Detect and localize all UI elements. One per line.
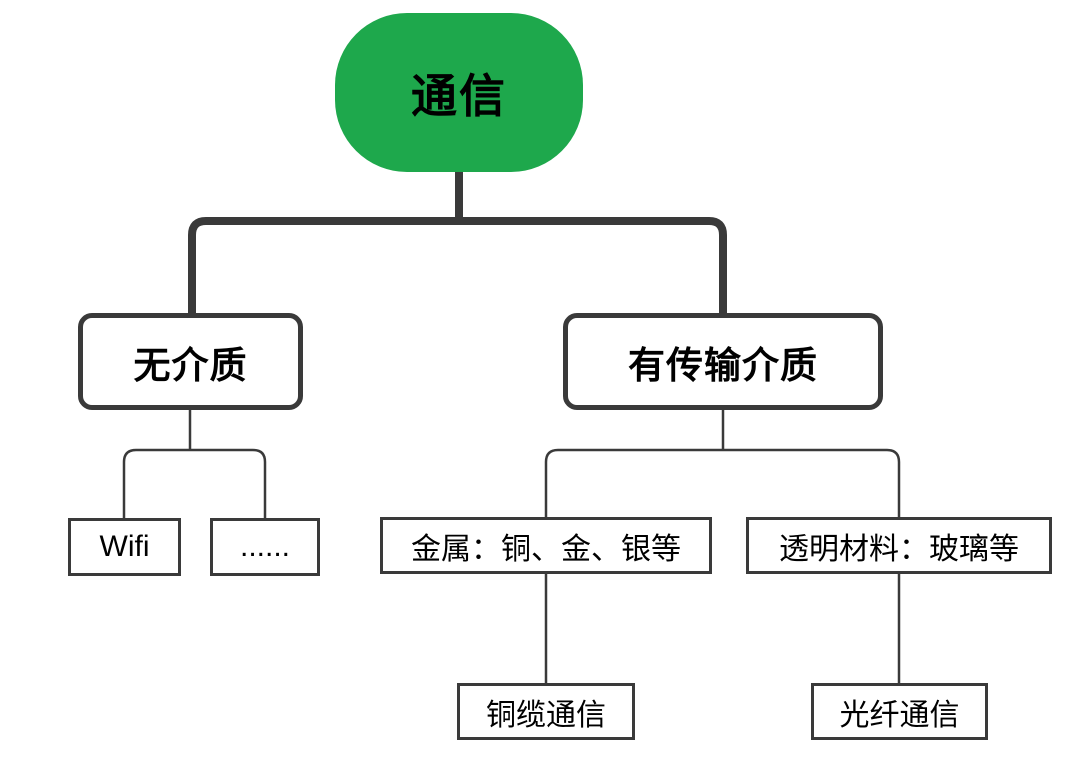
node-metal-label: 金属：铜、金、银等	[411, 532, 681, 566]
node-no-medium: 无介质	[78, 313, 303, 410]
node-has-medium-label: 有传输介质	[628, 344, 818, 386]
root-node-label: 通信	[411, 69, 507, 122]
node-wifi-label: Wifi	[99, 530, 150, 563]
node-copper-label: 铜缆通信	[486, 698, 606, 732]
node-transparent-label: 透明材料：玻璃等	[779, 532, 1019, 566]
root-node-communication: 通信	[335, 13, 583, 172]
node-copper-cable-communication: 铜缆通信	[457, 683, 635, 740]
node-wifi: Wifi	[68, 518, 181, 576]
edge-no-medium-to-children	[122, 448, 267, 518]
node-fiber-label: 光纤通信	[839, 698, 960, 732]
node-ellipsis-label: ......	[239, 530, 290, 563]
edge-root-to-children	[188, 217, 727, 313]
node-transparent-materials: 透明材料：玻璃等	[746, 517, 1052, 574]
node-no-medium-label: 无介质	[133, 344, 248, 386]
node-fiber-optic-communication: 光纤通信	[811, 683, 988, 740]
node-has-medium: 有传输介质	[563, 313, 883, 410]
edge-has-medium-to-children	[544, 448, 901, 517]
node-metal-materials: 金属：铜、金、银等	[380, 517, 712, 574]
node-ellipsis: ......	[210, 518, 320, 576]
